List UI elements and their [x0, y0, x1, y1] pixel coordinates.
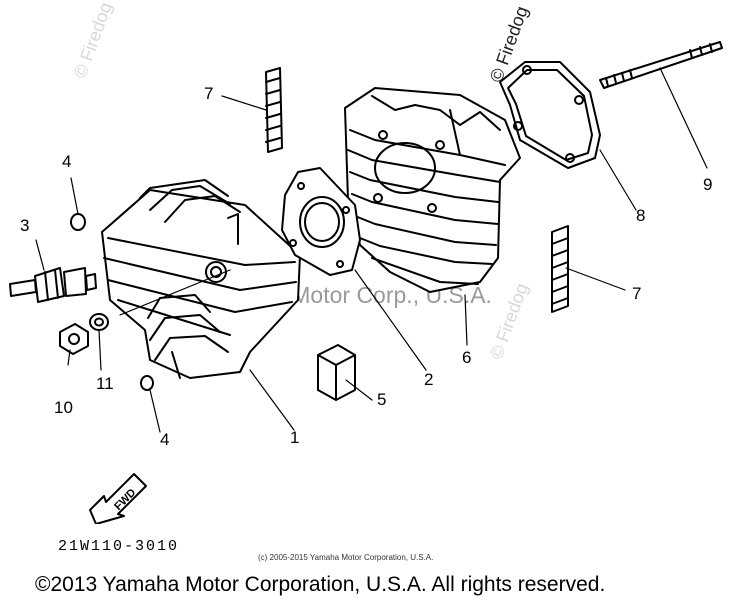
damper-strip-upper: [265, 67, 283, 153]
damper-block: [317, 344, 356, 401]
callout-7-lower: 7: [632, 284, 642, 303]
cap-upper: [70, 213, 86, 231]
head-gasket: [281, 167, 361, 276]
callout-4-lower: 4: [160, 430, 170, 449]
cylinder: [344, 87, 521, 293]
callout-4-upper: 4: [62, 152, 72, 171]
diagram-code: 21W110-3010: [58, 538, 180, 555]
callout-11: 11: [96, 374, 114, 393]
nut: [59, 323, 89, 355]
stud-bolt: [599, 41, 723, 89]
base-gasket: [499, 61, 601, 169]
callout-5: 5: [377, 390, 387, 409]
small-copyright: (c) 2005-2015 Yamaha Motor Corporation, …: [258, 553, 434, 562]
spark-plug: [9, 267, 97, 303]
callout-1: 1: [290, 428, 300, 447]
callout-6: 6: [462, 348, 472, 367]
callout-2: 2: [424, 370, 434, 389]
callout-3: 3: [20, 216, 30, 235]
callout-7-upper: 7: [204, 84, 214, 103]
fwd-arrow-icon: FWD: [88, 466, 150, 529]
callout-10: 10: [54, 398, 73, 417]
callout-9: 9: [703, 175, 713, 194]
footer-copyright: ©2013 Yamaha Motor Corporation, U.S.A. A…: [35, 573, 606, 596]
damper-strip-lower: [551, 225, 569, 313]
callout-8: 8: [636, 206, 646, 225]
leader-lines: [35, 67, 708, 433]
cap-lower: [140, 375, 154, 391]
washer: [89, 313, 109, 331]
cylinder-head: [101, 179, 301, 379]
